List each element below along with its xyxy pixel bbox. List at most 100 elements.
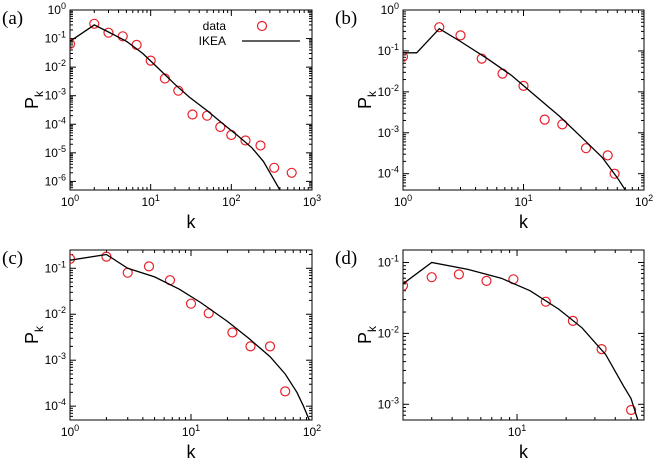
x-tick-label: 103 [303, 193, 321, 209]
data-point [215, 121, 226, 133]
ikea-line [70, 253, 310, 420]
x-axis-label: k [519, 442, 529, 462]
data-point [625, 404, 637, 416]
ikea-line [403, 261, 639, 420]
data-point [264, 341, 276, 352]
panel-3: 100 101 102 10-4 10-3 10-2 10-1 k Pk (c) [2, 248, 321, 462]
x-tick-label: 101 [182, 423, 200, 439]
data-point [280, 386, 291, 397]
data-point [453, 269, 464, 280]
y-tick-label: 10-6 [45, 172, 66, 188]
data-point [226, 129, 237, 141]
data-point [185, 298, 197, 309]
panel-2: 100 101 102 10-4 10-3 10-2 10-1 100 k Pk (b) [335, 1, 653, 232]
data-point [117, 31, 128, 42]
x-axis-label: k [519, 212, 529, 232]
data-point [131, 39, 142, 51]
x-tick-label: 102 [222, 193, 240, 209]
y-tick-label: 10-2 [45, 58, 66, 74]
y-tick-label: 10-4 [45, 397, 66, 413]
data-point [240, 135, 251, 146]
data-point [434, 22, 445, 33]
data-point [518, 80, 529, 92]
data-point [481, 275, 492, 286]
data-point [89, 18, 100, 29]
ikea-line [70, 24, 281, 190]
y-axis-label: Pk [22, 90, 46, 109]
data-point [455, 30, 466, 41]
y-tick-label: 10-5 [45, 144, 66, 160]
panel-label: (d) [335, 248, 357, 269]
data-point [70, 38, 76, 49]
data-point [101, 251, 112, 262]
data-point [187, 109, 198, 120]
y-axis-label: Pk [22, 325, 46, 344]
y-tick-label: 10-1 [45, 259, 66, 275]
data-point [497, 68, 508, 79]
data-point [145, 55, 156, 66]
data-point [403, 280, 409, 291]
data-point [227, 327, 238, 338]
data-point [580, 143, 592, 154]
plot-area [70, 18, 297, 190]
data-point [540, 296, 551, 307]
x-tick-label: 101 [508, 423, 526, 439]
x-tick-label: 101 [514, 193, 532, 209]
data-point [245, 341, 256, 352]
data-point [143, 261, 155, 272]
x-tick-label: 102 [303, 423, 321, 439]
y-tick-label: 10-4 [378, 165, 399, 181]
data-point [609, 168, 620, 179]
x-axis-label: k [187, 442, 197, 462]
data-point [403, 51, 409, 62]
data-point [426, 272, 437, 283]
data-point [602, 150, 613, 161]
plot-frame [69, 249, 313, 421]
data-point [596, 344, 607, 355]
y-tick-label: 10-1 [378, 253, 399, 269]
legend-data-marker [256, 20, 268, 32]
y-tick-label: 10-3 [378, 395, 399, 411]
y-tick-label: 10-2 [378, 83, 399, 99]
y-tick-label: 10-4 [45, 115, 66, 131]
y-tick-label: 10-1 [378, 42, 399, 58]
plot-area [70, 251, 310, 420]
y-axis-label: Pk [355, 325, 379, 344]
panel-label: (b) [335, 8, 357, 29]
plot-area [403, 261, 639, 420]
x-tick-label: 100 [61, 423, 79, 439]
y-axis-label: Pk [355, 90, 379, 109]
y-tick-label: 10-3 [45, 87, 66, 103]
data-point [286, 167, 297, 178]
panel-label: (a) [2, 8, 23, 29]
panel-label: (c) [2, 248, 23, 269]
y-tick-label: 100 [381, 1, 399, 17]
data-point [103, 27, 114, 38]
y-tick-label: 10-3 [45, 351, 66, 367]
x-tick-label: 101 [141, 193, 159, 209]
ikea-line [403, 27, 626, 190]
y-tick-label: 10-1 [45, 30, 66, 46]
y-tick-label: 10-2 [45, 305, 66, 321]
data-point [539, 114, 550, 125]
x-tick-label: 102 [635, 193, 653, 209]
data-point [255, 140, 266, 151]
y-tick-label: 10-3 [378, 124, 399, 140]
data-point [557, 119, 568, 130]
legend-data-label: data [203, 19, 227, 33]
y-tick-label: 100 [48, 1, 66, 17]
data-point [269, 162, 280, 173]
panel-1: 100 101 102 103 10-6 10-5 10-4 10-3 10-2 10-1 100 k… [2, 1, 321, 232]
data-point [567, 315, 579, 326]
x-tick-label: 100 [394, 193, 412, 209]
x-tick-label: 100 [61, 193, 79, 209]
plot-frame [402, 9, 645, 191]
x-axis-label: k [187, 212, 197, 232]
legend-ikea-label: IKEA [199, 34, 226, 48]
plot-area [403, 22, 626, 190]
panel-4: 101 10-3 10-2 10-1 k Pk (d) [335, 248, 645, 462]
plot-frame [402, 249, 645, 421]
y-tick-label: 10-2 [378, 324, 399, 340]
